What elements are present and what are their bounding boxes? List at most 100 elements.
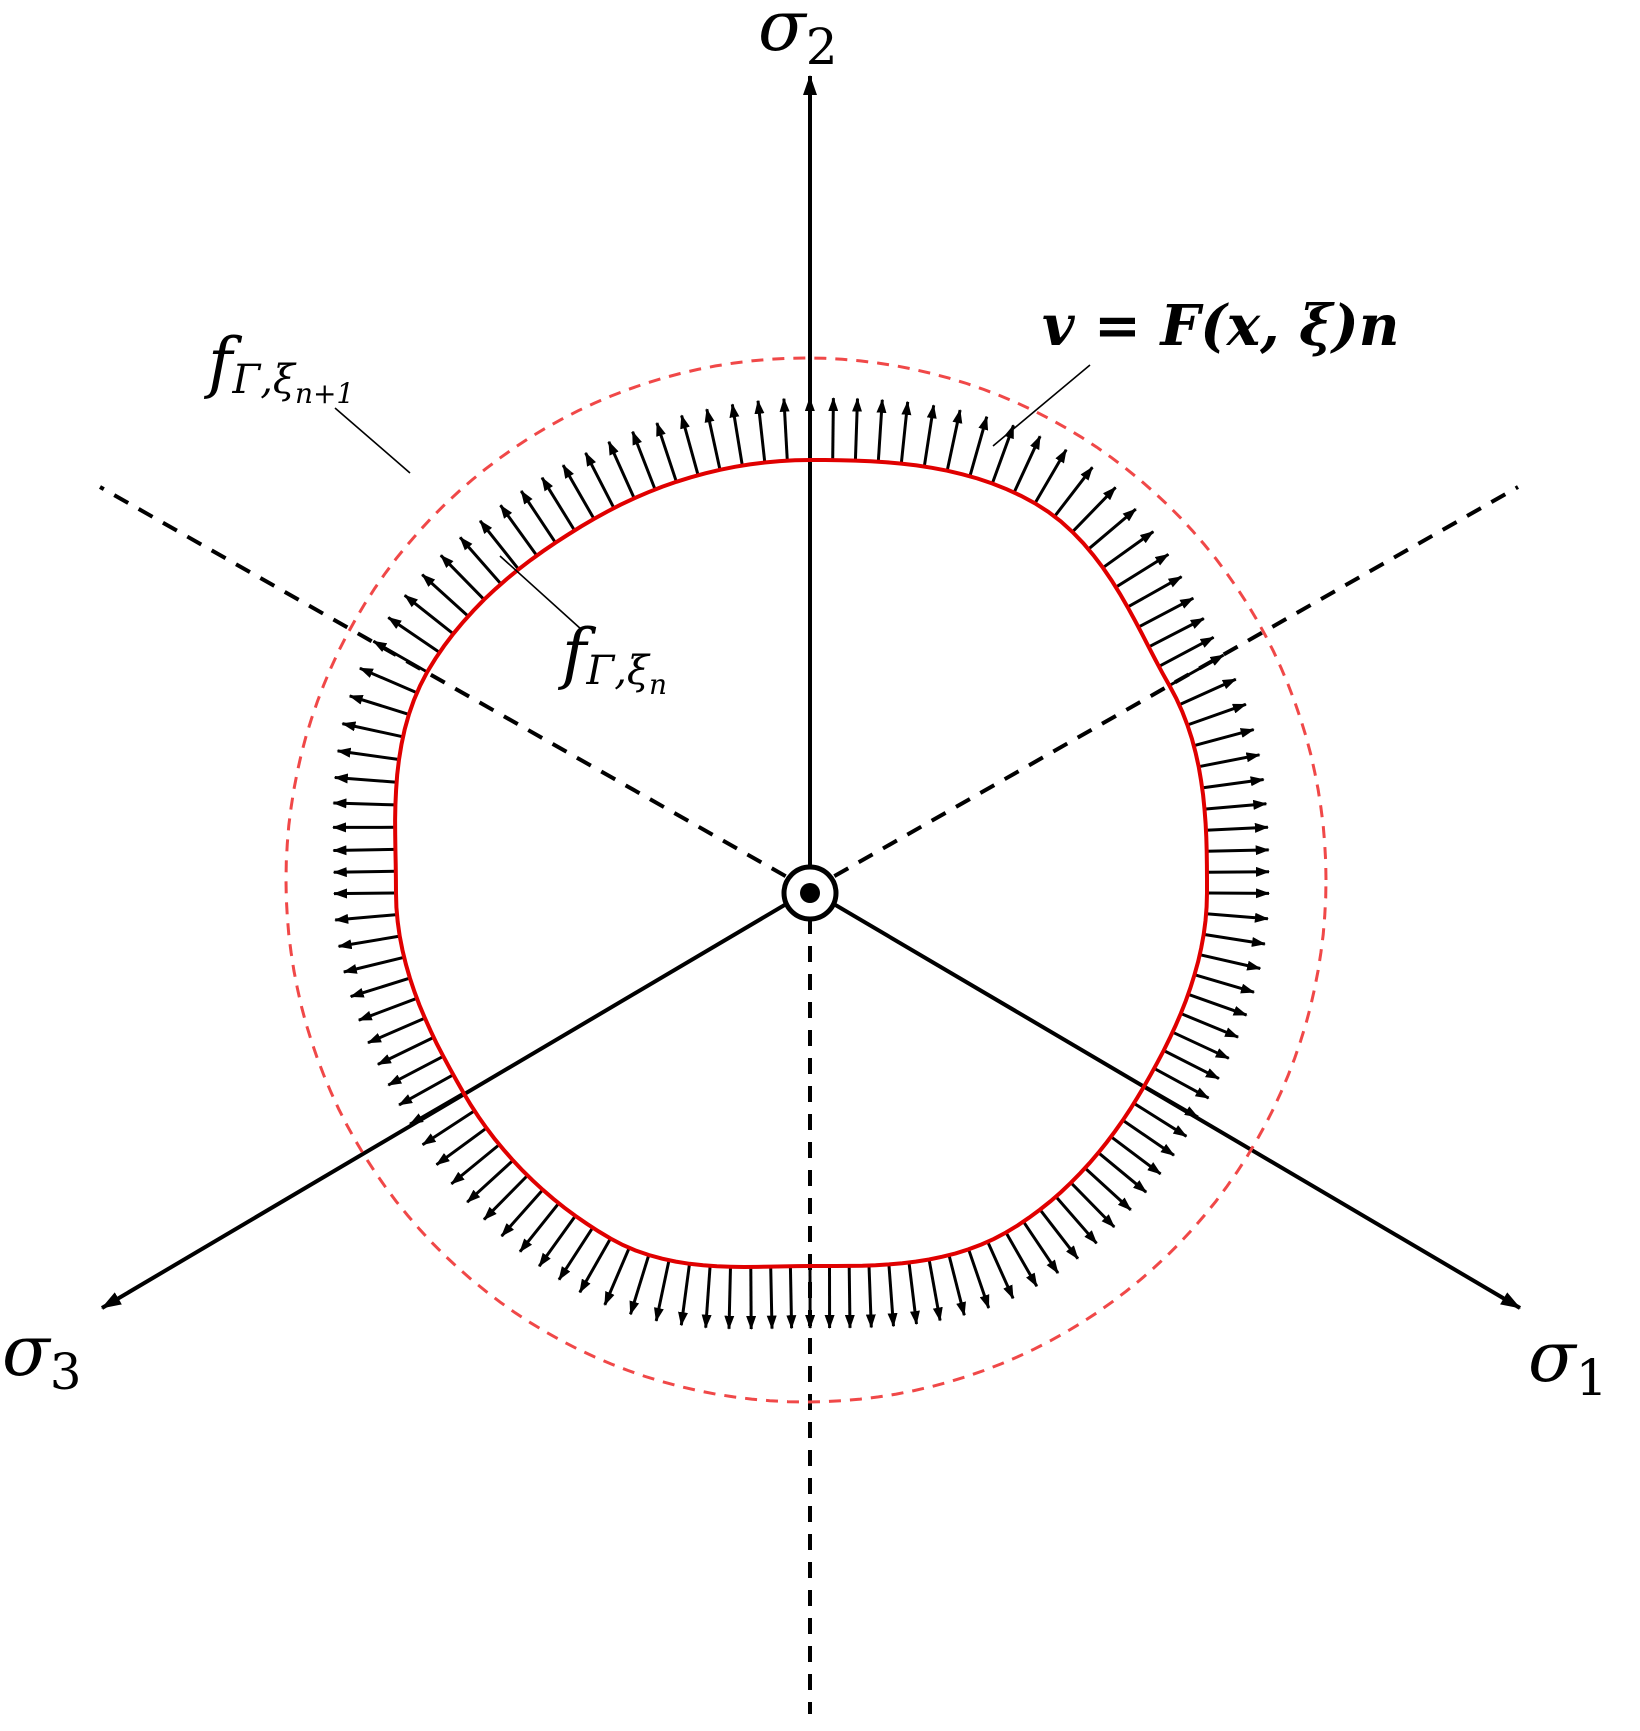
normal-arrow bbox=[403, 594, 455, 635]
dashed-axis-upper-left bbox=[99, 485, 811, 892]
normal-arrow bbox=[754, 399, 767, 463]
normal-arrow bbox=[701, 1265, 712, 1329]
normal-arrow bbox=[1033, 448, 1068, 505]
normal-arrow bbox=[421, 573, 470, 618]
normal-arrow bbox=[499, 504, 539, 557]
normal-arrow bbox=[678, 1263, 691, 1327]
normal-arrow bbox=[899, 400, 912, 464]
normal-arrow bbox=[607, 440, 636, 499]
normal-arrow bbox=[865, 1265, 876, 1329]
normal-arrow bbox=[357, 996, 418, 1022]
leader-f-next bbox=[334, 407, 411, 474]
normal-arrow bbox=[540, 476, 576, 532]
normal-arrow bbox=[1115, 553, 1170, 589]
hydrostatic-axis-dot bbox=[800, 883, 820, 903]
normal-arrow bbox=[1148, 617, 1205, 649]
normal-arrow bbox=[332, 867, 396, 878]
normal-arrow bbox=[786, 1266, 797, 1330]
normal-arrow bbox=[986, 1241, 1015, 1300]
normal-arrow bbox=[518, 1202, 560, 1253]
normal-arrow bbox=[947, 1254, 966, 1317]
normal-arrow bbox=[348, 694, 410, 716]
normal-arrow bbox=[482, 1174, 529, 1221]
normal-arrow bbox=[478, 519, 520, 571]
normal-arrow bbox=[1143, 1084, 1199, 1119]
normal-arrow bbox=[927, 1259, 943, 1322]
normal-arrow bbox=[1194, 973, 1255, 994]
normal-arrow bbox=[1205, 822, 1269, 833]
f-next-label: fΓ,ξn+1 bbox=[203, 324, 354, 410]
normal-arrow bbox=[1071, 486, 1117, 533]
normal-arrow bbox=[1203, 932, 1266, 947]
normal-arrow bbox=[519, 490, 557, 544]
normal-arrow bbox=[1087, 507, 1137, 551]
normal-arrow bbox=[1038, 1208, 1080, 1260]
normal-arrow bbox=[1171, 1030, 1230, 1060]
normal-arrow bbox=[342, 955, 405, 974]
normal-arrow bbox=[729, 403, 744, 466]
normal-arrow bbox=[450, 1143, 501, 1186]
normal-arrow bbox=[333, 888, 397, 899]
normal-arrow bbox=[922, 404, 937, 467]
normal-arrow bbox=[333, 773, 397, 784]
normal-arrow bbox=[1205, 912, 1269, 923]
normal-arrow bbox=[1053, 466, 1094, 518]
normal-arrow bbox=[500, 1188, 544, 1238]
normal-arrow bbox=[1204, 799, 1268, 811]
normal-arrow bbox=[1153, 1067, 1210, 1100]
normal-arrow bbox=[844, 1265, 855, 1329]
normal-arrow bbox=[1186, 702, 1247, 727]
normal-arrow bbox=[537, 1215, 577, 1268]
normal-arrow bbox=[887, 1264, 898, 1328]
f-current-label: fΓ,ξn bbox=[557, 615, 667, 701]
normal-arrow bbox=[1137, 596, 1195, 629]
normal-arrow bbox=[1110, 1135, 1162, 1176]
normal-arrow bbox=[584, 452, 616, 509]
normal-arrow bbox=[1102, 530, 1155, 569]
dashed-axis-upper-right bbox=[809, 485, 1519, 892]
normal-arrow bbox=[631, 430, 657, 491]
normal-arrow bbox=[603, 1247, 631, 1306]
normal-arrow bbox=[876, 398, 887, 462]
normal-arrow bbox=[332, 798, 396, 809]
normal-arrow bbox=[557, 1226, 594, 1281]
normal-arrow bbox=[336, 747, 400, 761]
normal-velocity-arrows bbox=[332, 397, 1270, 1330]
normal-arrow bbox=[852, 397, 863, 461]
normal-arrow bbox=[334, 913, 398, 924]
normal-arrow bbox=[439, 554, 486, 601]
normal-arrow bbox=[655, 422, 678, 483]
yield-surface-current bbox=[393, 458, 1209, 1270]
normal-arrow bbox=[1004, 1231, 1039, 1288]
normal-arrow bbox=[372, 639, 428, 674]
normal-arrow bbox=[1133, 1102, 1188, 1138]
normal-arrow bbox=[1201, 776, 1265, 790]
normal-arrow bbox=[907, 1262, 920, 1325]
normal-arrow bbox=[990, 424, 1015, 485]
normal-arrow bbox=[1199, 953, 1262, 971]
normal-arrow bbox=[1178, 677, 1237, 707]
normal-arrow bbox=[1180, 1012, 1240, 1039]
normal-arrow bbox=[1097, 1151, 1148, 1194]
normal-arrow bbox=[968, 415, 989, 477]
velocity-formula-label: v = F(x, ξ)n bbox=[1042, 293, 1399, 359]
sigma3-label: σ3 bbox=[2, 1310, 82, 1401]
normal-arrow bbox=[828, 397, 839, 461]
normal-arrow bbox=[945, 409, 963, 472]
normal-arrow bbox=[1206, 845, 1270, 856]
normal-arrow bbox=[409, 1091, 465, 1126]
normal-arrow bbox=[1193, 728, 1255, 748]
normal-arrow bbox=[398, 1073, 454, 1107]
normal-arrow bbox=[1126, 575, 1183, 609]
normal-arrow bbox=[1054, 1195, 1098, 1245]
normal-arrow bbox=[1084, 1166, 1132, 1212]
normal-arrow bbox=[1121, 1119, 1175, 1157]
sigma2-label: σ2 bbox=[758, 0, 838, 76]
leader-f-current bbox=[499, 555, 583, 631]
normal-arrow bbox=[435, 1126, 488, 1166]
normal-arrow bbox=[1198, 752, 1261, 769]
normal-arrow bbox=[724, 1266, 735, 1330]
normal-arrow bbox=[1012, 435, 1042, 494]
normal-arrow bbox=[332, 845, 396, 856]
